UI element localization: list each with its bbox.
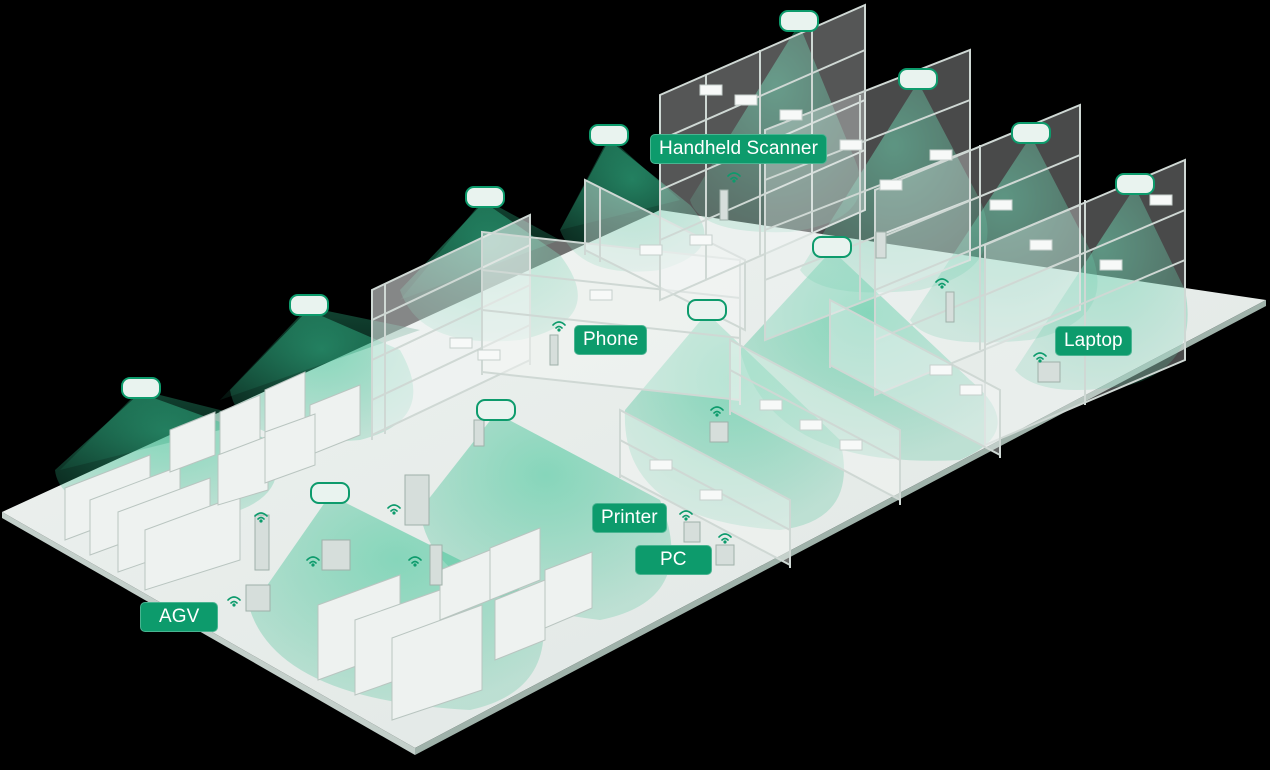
- devices-and-workers: [245, 189, 1061, 612]
- phone-label: Phone: [574, 325, 648, 355]
- access-points: [121, 10, 1155, 504]
- wifi-icon: [1033, 352, 1047, 363]
- wifi-icon: [552, 321, 566, 332]
- wifi-icon: [727, 172, 741, 183]
- ceiling-access-point-icon: [121, 377, 161, 399]
- ceiling-access-point-icon: [812, 236, 852, 258]
- ceiling-access-point-icon: [1115, 173, 1155, 195]
- wifi-icon: [387, 504, 401, 515]
- wifi-icon: [935, 278, 949, 289]
- ceiling-access-point-icon: [687, 299, 727, 321]
- handheld-scanner-label: Handheld Scanner: [650, 134, 827, 164]
- ceiling-access-point-icon: [898, 68, 938, 90]
- wifi-icon: [710, 406, 724, 417]
- pallet-stacks: [64, 371, 593, 721]
- ceiling-access-point-icon: [589, 124, 629, 146]
- client-signals: [227, 172, 1047, 607]
- pc-label: PC: [635, 545, 712, 575]
- ceiling-access-point-icon: [476, 399, 516, 421]
- wifi-icon: [306, 556, 320, 567]
- ceiling-access-point-icon: [465, 186, 505, 208]
- wifi-icon: [408, 556, 422, 567]
- printer-label: Printer: [592, 503, 667, 533]
- storage-racks: [371, 3, 1186, 568]
- ceiling-access-point-icon: [1011, 122, 1051, 144]
- wifi-icon: [718, 533, 732, 544]
- wifi-icon: [254, 512, 268, 523]
- laptop-label: Laptop: [1055, 326, 1132, 356]
- ceiling-access-point-icon: [779, 10, 819, 32]
- ceiling-access-point-icon: [289, 294, 329, 316]
- wifi-icon: [679, 510, 693, 521]
- wifi-icon: [227, 596, 241, 607]
- rack-boxes: [449, 84, 1173, 501]
- agv-label: AGV: [140, 602, 219, 632]
- ceiling-access-point-icon: [310, 482, 350, 504]
